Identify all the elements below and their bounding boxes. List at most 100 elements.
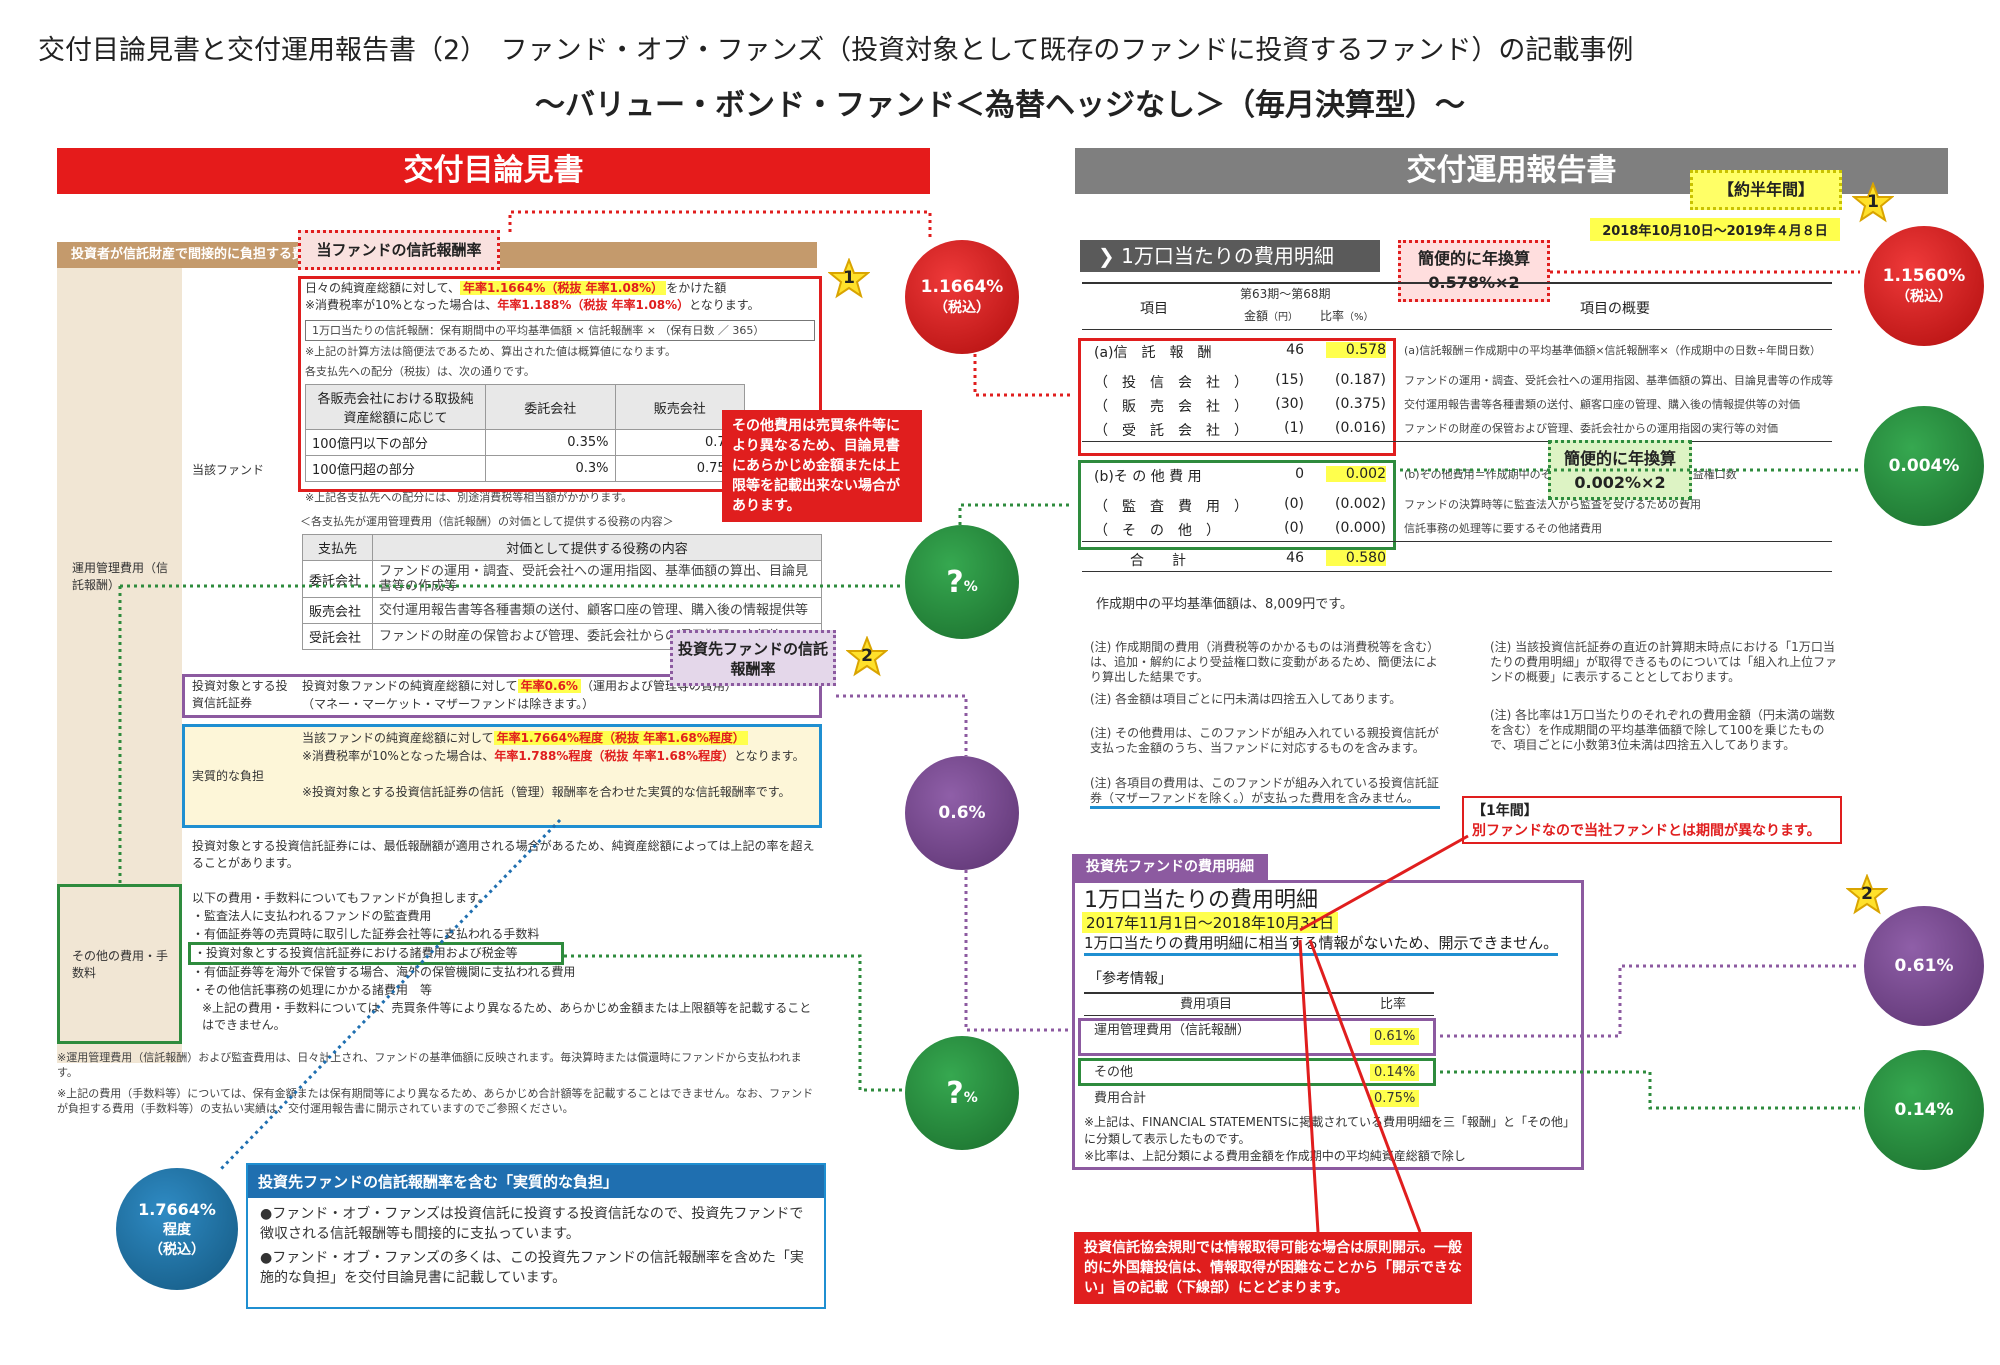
real-text: 当該ファンドの純資産総額に対して年率1.7664%程度（税抜 年率1.68%程度… — [302, 730, 817, 747]
cost-row-amount: (1) — [1284, 420, 1304, 436]
trust-fee-row-group — [1078, 338, 1396, 456]
ref-table-header — [1084, 992, 1434, 1016]
cost-row-ratio: (0.375) — [1334, 396, 1386, 412]
real-label: 実質的な負担 — [192, 769, 265, 783]
investee-period: 2017年11月1日～2018年10月31日 — [1082, 912, 1339, 933]
invest-note: （マネー・マーケット・マザーファンドは除きます。） — [302, 697, 595, 711]
circle-real-burden: 1.7664% 程度 （税込） — [116, 1168, 238, 1290]
real-burden-line: ●ファンド・オブ・ファンズは投資信託に投資する投資信託なので、投資先ファンドで徴… — [260, 1206, 804, 1242]
col-item: 項目 — [1140, 301, 1168, 317]
service-table: 支払先 対価として提供する役務の内容 委託会社 ファンドの運用・調査、受託会社へ… — [302, 534, 822, 650]
cost-row-item: （ 監 査 費 用 ） — [1094, 499, 1248, 515]
fee-note-2: ※上記各支払先への配分には、別途消費税等相当額がかかります。 — [305, 491, 633, 504]
ref-row-ratio: 0.75% — [1370, 1090, 1420, 1107]
disclosure-callout: 投資信託協会規則では情報取得可能な場合は原則開示。一般的に外国籍投信は、情報取得… — [1074, 1232, 1472, 1304]
ref-col-ratio: 比率 — [1380, 997, 1407, 1012]
fee-label-box: 当ファンドの信託報酬率 — [298, 230, 500, 270]
alloc-title: 各支払先への配分（税抜）は、次の通りです。 — [305, 365, 535, 378]
invest-fee-section — [182, 674, 822, 718]
circle-invest-fee: 0.6% — [905, 756, 1019, 870]
half-year-tag: 【約半年間】 — [1690, 170, 1842, 210]
real-burden-box-title: 投資先ファンドの信託報酬率を含む「実質的な負担」 — [248, 1165, 824, 1198]
col-summary: 項目の概要 — [1580, 301, 1650, 317]
table-row: 委託会社 ファンドの運用・調査、受託会社への運用指図、基準価額の算出、目論見書等… — [302, 560, 822, 598]
real-burden-box: 投資先ファンドの信託報酬率を含む「実質的な負担」 ●ファンド・オブ・ファンズは投… — [246, 1163, 826, 1309]
cost-row-amount: (15) — [1275, 372, 1304, 388]
side-label-main: 運用管理費用（信託報酬） — [72, 561, 169, 592]
ref-row-ratio: 0.14% — [1370, 1064, 1420, 1081]
note-right: (注) 当該投資信託証券の直近の計算期末時点における「1万口当たりの費用明細」が… — [1490, 640, 1838, 684]
ref-col-item: 費用項目 — [1180, 997, 1233, 1012]
cost-row-amount: 0 — [1295, 466, 1304, 482]
cost-row-ratio: (0.002) — [1334, 496, 1386, 512]
ref-row-highlight — [1078, 1018, 1436, 1056]
cost-row-item: （ 受 託 会 社 ） — [1094, 423, 1248, 439]
star-3-icon: 1 — [1851, 181, 1895, 224]
page-subtitle: ～バリュー・ボンド・ファンド＜為替ヘッジなし＞（毎月決算型）～ — [535, 88, 1465, 123]
cost-row-ratio: (0.187) — [1334, 372, 1386, 388]
other-line: ・監査法人に支払われるファンドの監査費用 — [192, 909, 432, 923]
cost-row-summary: 交付運用報告書等各種書類の送付、顧客口座の管理、購入後の情報提供等の対価 — [1404, 398, 1800, 411]
fee-note-1: ※上記の計算方法は簡便法であるため、算出された値は概算値になります。 — [305, 345, 677, 358]
real-text-2: ※消費税率が10%となった場合は、年率1.788%程度（税抜 年率1.68%程度… — [302, 749, 805, 763]
cost-row-amount: 46 — [1286, 342, 1304, 358]
table-header — [1082, 282, 1832, 330]
cost-row-item: (b)そ の 他 費 用 — [1094, 469, 1202, 485]
invest-fee-box: 投資先ファンドの信託報酬率 — [670, 630, 836, 686]
investee-no-disclose: 1万口当たりの費用明細に相当する情報がないため、開示できません。 — [1084, 932, 1559, 956]
invest-label: 投資対象とする投資信託証券 — [192, 679, 288, 710]
note-left: (注) 作成期間の費用（消費税等のかかるものは消費税等を含む）は、追加・解約によ… — [1090, 640, 1440, 684]
cost-row-item: （ 販 売 会 社 ） — [1094, 399, 1248, 415]
note-left: (注) 各金額は項目ごとに円未満は四捨五入してあります。 — [1090, 692, 1402, 706]
note-right: (注) 各比率は1万口当たりのそれぞれの費用金額（円未満の端数を含む）を作成期間… — [1490, 708, 1835, 752]
fee-line-1: 日々の純資産総額に対して、年率1.1664%（税抜 年率1.08%）をかけた額 — [305, 281, 727, 295]
avg-price: 作成期中の平均基準価額は、8,009円です。 — [1096, 597, 1353, 612]
col-period: 第63期～第68期 — [1240, 287, 1331, 301]
circle-investee-fee: 0.61% — [1864, 906, 1984, 1026]
cost-row-item: 合 計 — [1130, 553, 1186, 569]
cost-row-item: （ そ の 他 ） — [1094, 523, 1220, 539]
cost-row-summary: 信託事務の処理等に要するその他諸費用 — [1404, 522, 1602, 535]
table-row: 販売会社 交付運用報告書等各種書類の送付、顧客口座の管理、購入後の情報提供等 — [302, 597, 822, 624]
cost-row-amount: 46 — [1286, 550, 1304, 566]
fee-formula: 1万口当たりの信託報酬：保有期間中の平均基準価額 × 信託報酬率 × （保有日数… — [305, 320, 815, 341]
fee-line-2: ※消費税率が10%となった場合は、年率1.188%（税抜 年率1.08%）となり… — [305, 298, 760, 312]
alloc-header: 委託会社 — [485, 384, 616, 430]
star-1-icon: 1 — [827, 257, 871, 300]
cost-row-amount: (0) — [1284, 496, 1304, 512]
ref-row-other-highlight — [1078, 1058, 1436, 1086]
circle-fund-fee: 1.1664% （税込） — [905, 240, 1019, 354]
circle-investee-other: 0.14% — [1864, 1050, 1984, 1170]
cost-row-ratio: (0.000) — [1334, 520, 1386, 536]
circle-other-unknown-1: ?% — [905, 525, 1019, 639]
chevron-right-icon: ❯ — [1098, 244, 1122, 268]
real-text-3: ※投資対象とする投資信託証券の信託（管理）報酬率を合わせた実質的な信託報酬率です… — [302, 785, 791, 799]
ref-row-item: 運用管理費用（信託報酬） — [1094, 1023, 1251, 1038]
cost-row-ratio: (0.016) — [1334, 420, 1386, 436]
other-line: ※上記の費用・手数料については、売買条件等により異なるため、あらかじめ金額または… — [202, 1001, 812, 1032]
other-line: ・その他信託事務の処理にかかる諸費用 等 — [192, 983, 433, 997]
col-ratio: 比率（%） — [1320, 309, 1374, 323]
cost-row-ratio: 0.580 — [1326, 550, 1386, 566]
cost-row-summary: (a)信託報酬＝作成期中の平均基準価額×信託報酬率×（作成期中の日数÷年間日数） — [1404, 344, 1821, 357]
col-amount: 金額（円） — [1244, 309, 1299, 323]
star-2-icon: 2 — [845, 635, 889, 678]
circle-other-unknown-2: ?% — [905, 1036, 1019, 1150]
note-left: (注) その他費用は、このファンドが組み入れている親投資信託が支払った金額のうち… — [1090, 726, 1439, 755]
other-line: 以下の費用・手数料についてもファンドが負担します。 — [192, 891, 490, 905]
other-fee-callout: その他費用は売買条件等により異なるため、目論見書にあらかじめ金額または上限等を記… — [722, 410, 922, 522]
ref-row-ratio: 0.61% — [1370, 1028, 1420, 1045]
other-line-highlight: ・投資対象とする投資信託証券における諸費用および税金等 — [188, 942, 564, 965]
ref-note: ※比率は、上記分類による費用金額を作成期中の平均純資産総額で除し — [1084, 1149, 1466, 1163]
ref-row-item: 費用合計 — [1094, 1091, 1147, 1106]
investee-tag: 投資先ファンドの費用明細 — [1072, 854, 1268, 880]
min-fee-note: 投資対象とする投資信託証券には、最低報酬額が適用される場合があるため、純資産総額… — [192, 839, 815, 870]
other-line: ・有価証券等を海外で保管する場合、海外の保管機関に支払われる費用 — [192, 965, 576, 979]
cost-row-ratio: 0.002 — [1326, 466, 1386, 482]
cost-row-item: (a)信 託 報 酬 — [1094, 345, 1212, 361]
cost-row-summary: ファンドの決算時等に監査法人から監査を受けるための費用 — [1404, 498, 1701, 511]
investee-section — [1072, 880, 1584, 1170]
cost-row-amount: (0) — [1284, 520, 1304, 536]
ref-note: ※上記は、FINANCIAL STATEMENTSに掲載されている費用明細を三「… — [1084, 1115, 1575, 1146]
circle-report-other: 0.004% — [1864, 406, 1984, 526]
